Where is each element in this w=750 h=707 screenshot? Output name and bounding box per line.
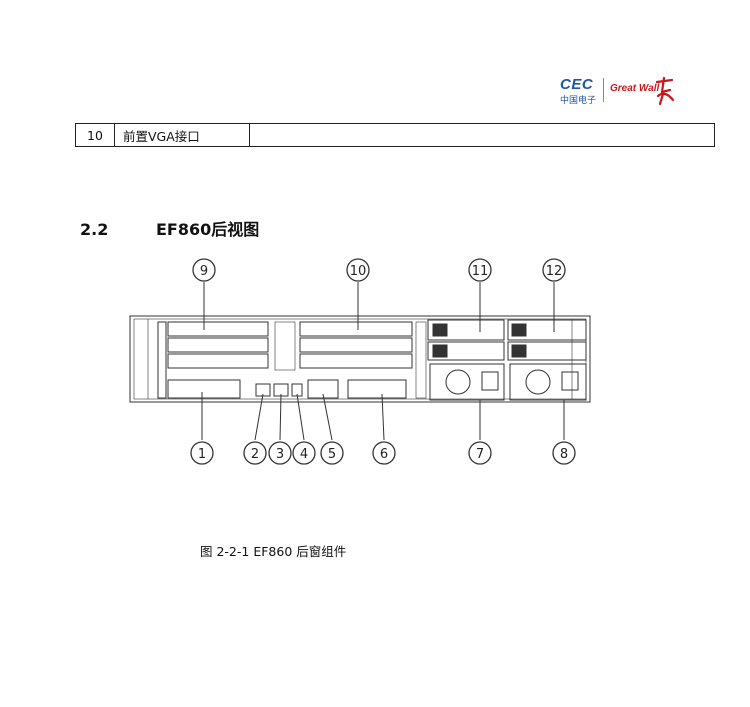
table-cell-label: 前置VGA接口 [114,123,250,147]
greatwall-logo-text: Great Wall [610,83,660,94]
section-title: EF860后视图 [156,220,260,239]
callout-circle-7 [468,441,492,465]
io-module-right [347,379,407,399]
table-row: 10 前置VGA接口 [75,123,715,147]
vent-area [274,321,427,399]
callout-label-10: 10 [350,264,367,279]
rear-io-panel [167,379,407,399]
callout-label-1: 1 [198,447,206,462]
cec-logo-subtext: 中国电子 [560,96,597,106]
callout-circle-8 [552,441,576,465]
section-number: 2.2 [80,220,109,239]
power-supply-2 [509,363,587,401]
callout-circle-3 [268,441,292,465]
section-heading: 2.2 EF860后视图 [80,216,259,240]
cec-logo-text: CEC [560,76,594,93]
callout-circle-1 [190,441,214,465]
callout-label-9: 9 [200,264,208,279]
logo-divider [603,78,604,102]
callout-label-6: 6 [380,447,388,462]
callout-circle-5 [320,441,344,465]
callout-circle-2 [243,441,267,465]
callout-label-12: 12 [546,264,563,279]
table-cell-value [249,123,715,147]
table-cell-index: 10 [75,123,115,147]
header-logo: CEC 中国电子 Great Wall [558,74,678,106]
callout-label-11: 11 [472,264,489,279]
figure-caption: 图 2-2-1 EF860 后窗组件 [200,544,347,559]
chassis-outline [129,315,591,403]
callout-circle-12 [542,258,566,282]
port-5 [307,379,339,399]
callout-label-2: 2 [251,447,259,462]
callout-label-4: 4 [300,447,308,462]
callout-circle-10 [346,258,370,282]
power-supply-1 [429,363,505,401]
callout-label-8: 8 [560,447,568,462]
io-module-left [167,379,241,399]
rear-drive-bays-right [507,319,587,361]
callout-circle-6 [372,441,396,465]
callout-label-7: 7 [476,447,484,462]
rear-view-diagram: 9 10 11 12 1 2 3 4 5 6 7 8 [129,258,591,465]
callout-circle-11 [468,258,492,282]
pcie-riser-left [157,321,269,399]
greatwall-calligraphy-icon [655,76,675,106]
callout-label-5: 5 [328,447,336,462]
callout-circle-9 [192,258,216,282]
callout-circle-4 [292,441,316,465]
spec-table: 10 前置VGA接口 [75,123,715,147]
pcie-riser-center [299,321,413,369]
rear-drive-bays-left [427,319,505,361]
callout-label-3: 3 [276,447,284,462]
